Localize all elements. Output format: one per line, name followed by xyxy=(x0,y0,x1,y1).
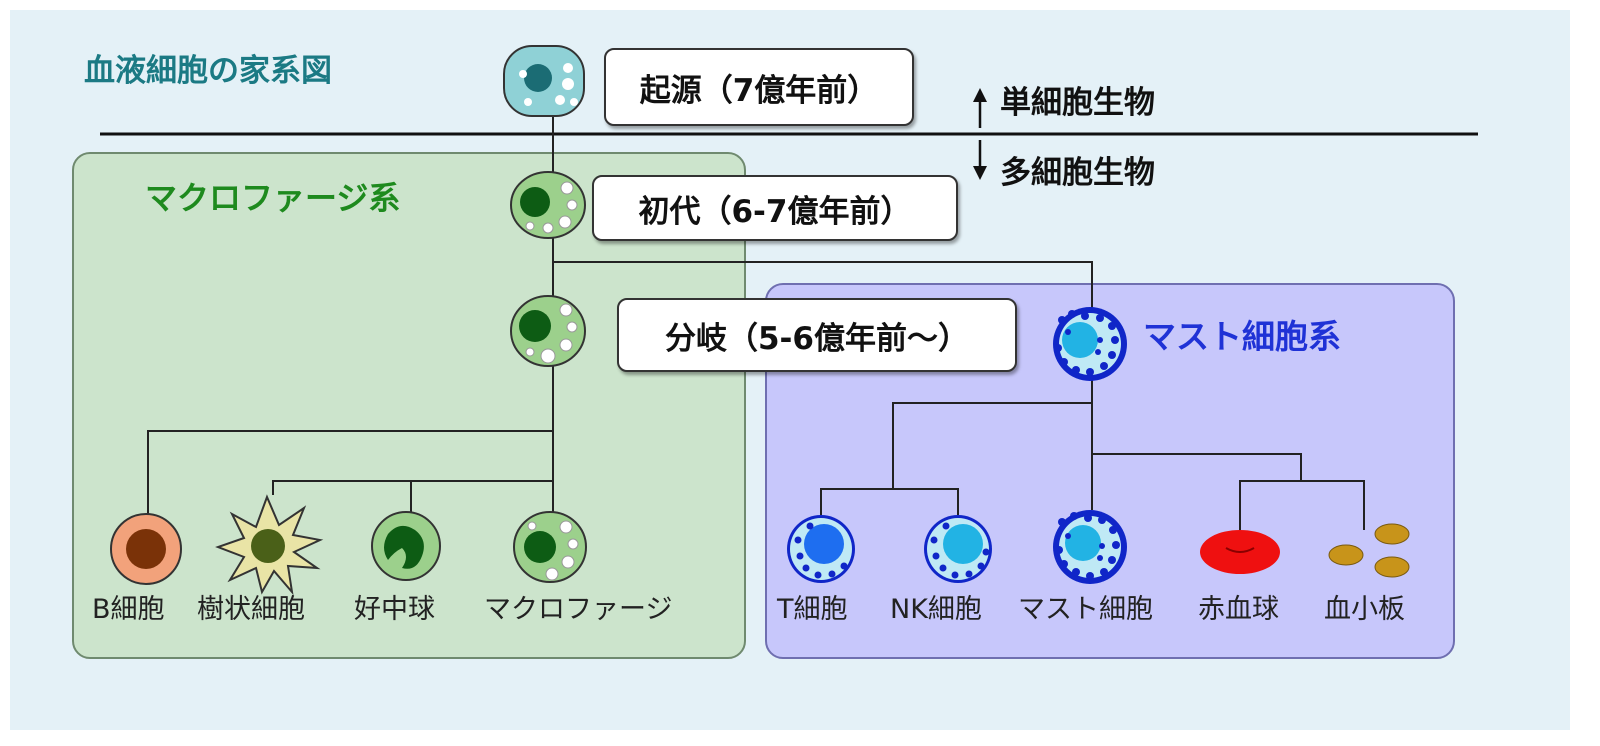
unicellular-label: 単細胞生物 xyxy=(1000,85,1155,121)
macrophage-cell-icon xyxy=(513,511,587,583)
macrophage-label: マクロファージ xyxy=(484,594,673,625)
neutrophil-label: 好中球 xyxy=(354,594,435,625)
red-blood-cell-icon xyxy=(1200,530,1280,574)
mast-lineage-title: マスト細胞系 xyxy=(1143,317,1341,356)
b-cell-icon xyxy=(110,513,182,585)
multicellular-label: 多細胞生物 xyxy=(1000,155,1155,191)
tree-connectors xyxy=(147,116,1365,530)
red-blood-cell-label: 赤血球 xyxy=(1198,594,1279,625)
t-cell-icon xyxy=(787,515,855,583)
mast-cell-label: マスト細胞 xyxy=(1018,594,1153,625)
dendritic-cell-icon xyxy=(215,494,324,596)
neutrophil-icon xyxy=(371,511,441,581)
mast-cell-icon xyxy=(1053,510,1127,584)
nk-cell-label: NK細胞 xyxy=(890,594,982,625)
first-generation-cell-icon xyxy=(510,171,586,239)
origin-cell-icon xyxy=(503,45,585,117)
origin-stage-box: 起源（7億年前） xyxy=(604,48,914,126)
branch-stage-cell-icon xyxy=(510,295,586,367)
nk-cell-icon xyxy=(924,515,992,583)
branch-stage-box: 分岐（5-6億年前～） xyxy=(617,298,1017,372)
macrophage-lineage-title: マクロファージ系 xyxy=(145,179,401,217)
dendritic-cell-label: 樹状細胞 xyxy=(197,594,305,625)
t-cell-label: T細胞 xyxy=(777,594,848,625)
first-generation-stage-box: 初代（6-7億年前） xyxy=(592,175,958,241)
mast-progenitor-cell-icon xyxy=(1053,307,1127,381)
diagram-title: 血液細胞の家系図 xyxy=(84,53,332,89)
b-cell-label: B細胞 xyxy=(92,594,165,625)
down-arrow-icon xyxy=(973,140,987,180)
platelet-icon xyxy=(1328,523,1410,578)
platelet-label: 血小板 xyxy=(1324,594,1405,625)
up-arrow-icon xyxy=(973,88,987,128)
